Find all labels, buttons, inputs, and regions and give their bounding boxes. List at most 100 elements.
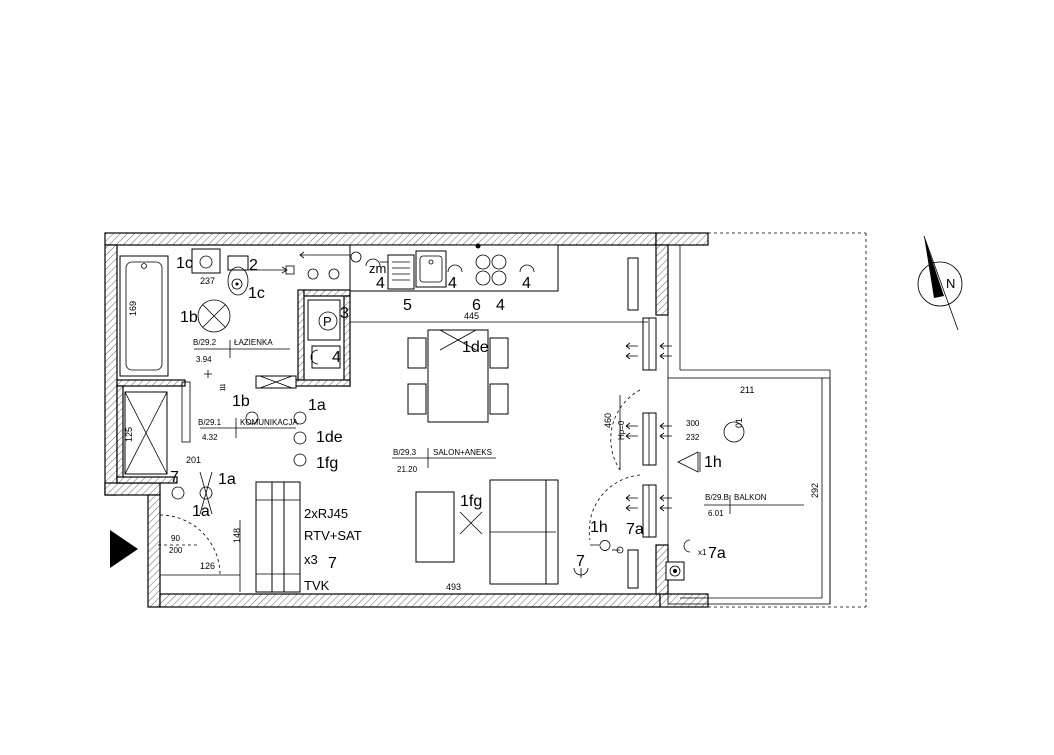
radiator-lower [627, 549, 639, 589]
dimensions: 237 169 125 201 148 126 90 200 445 493 4… [124, 276, 820, 592]
balcony-number: 01 [734, 418, 744, 428]
compass-needle-icon [924, 236, 944, 298]
wall-right-upper [655, 244, 669, 316]
dim-corridor-bottom: 201 [186, 455, 201, 465]
marker-3: 3 [340, 305, 349, 322]
door-arc-2 [588, 474, 641, 541]
cooktop [475, 243, 507, 286]
room-area-balcony: 6.01 [708, 509, 724, 518]
kitchen-num-6: 6 [472, 297, 481, 314]
media-line-1: 2xRJ45 [304, 506, 348, 521]
balcony [625, 232, 867, 608]
kitchen-numbers: 4 5 4 6 4 4 [376, 275, 531, 314]
living-room [255, 321, 648, 593]
marker-1h-b: 1h [590, 519, 608, 536]
media-line-2: RTV+SAT [304, 528, 362, 543]
balcony-number-circle [723, 421, 745, 443]
wall-top [104, 232, 657, 246]
panel-label: P [323, 314, 332, 329]
window-arrows [625, 342, 672, 512]
kitchen-counter [349, 244, 559, 292]
bathroom: ttt [119, 248, 295, 391]
dim-bath-top: 237 [200, 276, 215, 286]
media-labels: 2xRJ45 RTV+SAT x3 7 TVK [304, 506, 362, 593]
media-line-4: TVK [304, 578, 330, 593]
marker-7-a: 7 [170, 469, 179, 486]
marker-7a-b: 7a [708, 545, 726, 562]
panel-symbol [318, 311, 338, 331]
washbasin [191, 248, 221, 274]
entry-arrow-icon [110, 530, 138, 568]
room-code-balcony: B/29.B [705, 493, 729, 502]
marker-1b-b: 1b [232, 393, 250, 410]
dim-window-hp: Hp=0 [617, 420, 626, 440]
wall-notch [104, 482, 161, 496]
marker-1c-a: 1c [176, 255, 193, 272]
marker-x1: x1 [698, 548, 707, 557]
room-name-bathroom: ŁAZIENKA [234, 338, 273, 347]
room-code-bathroom: B/29.2 [193, 338, 217, 347]
kitchen-num-4-d: 4 [522, 275, 531, 292]
marker-4-panel: 4 [332, 349, 341, 366]
room-name-balcony: BALKON [734, 493, 767, 502]
balcony-outline [667, 377, 831, 605]
marker-1a-a: 1a [308, 397, 326, 414]
marker-1de-a: 1de [462, 339, 489, 356]
compass: N [917, 235, 963, 331]
radiator-upper [627, 257, 639, 311]
svg-text:ttt: ttt [218, 384, 227, 391]
dim-balcony-top: 211 [740, 385, 754, 395]
marker-1de-b: 1de [316, 429, 343, 446]
marker-7-b: 7 [576, 553, 585, 570]
wall-left [104, 244, 118, 496]
walls [104, 232, 709, 608]
room-area-bathroom: 3.94 [196, 355, 212, 364]
media-line-3-num: 7 [328, 555, 337, 572]
room-area-corridor: 4.32 [202, 433, 218, 442]
marker-7a-a: 7a [626, 521, 644, 538]
marker-1a-b: 1a [218, 471, 236, 488]
marker-2: 2 [249, 257, 258, 274]
room-area-living: 21.20 [397, 465, 418, 474]
wall-corridor-left [116, 385, 124, 484]
dim-door-90: 90 [171, 534, 180, 543]
dim-living-top: 445 [464, 311, 479, 321]
wall-bottom [159, 593, 661, 608]
corridor [124, 381, 307, 592]
corridor-lamps [171, 411, 307, 515]
wall-left-lower [147, 494, 161, 608]
marker-1b-a: 1b [180, 309, 198, 326]
wall-top-balcony [655, 232, 709, 246]
marker-1fg-a: 1fg [316, 455, 338, 472]
room-name-corridor: KOMUNIKACJA [240, 418, 298, 427]
room-code-corridor: B/29.1 [198, 418, 222, 427]
room-labels: B/29.2 ŁAZIENKA 3.94 B/29.1 KOMUNIKACJA … [193, 338, 767, 518]
markers: 1c 2 1c 1b 3 4 1de 1b 1a 1de 1fg 7 1a 1a… [170, 255, 726, 570]
dim-living-bottom: 493 [446, 582, 461, 592]
dim-entry-bottom: 126 [200, 561, 215, 571]
media-line-3: x3 [304, 552, 318, 567]
dim-entry-side: 148 [232, 528, 242, 543]
wall-corridor-bottom [116, 476, 178, 484]
coffee-table [415, 491, 455, 563]
dim-corridor-side: 125 [124, 427, 134, 442]
kitchen-num-4-c: 4 [496, 297, 505, 314]
compass-circle [917, 261, 963, 307]
dining-table [427, 329, 489, 423]
marker-1h-a: 1h [704, 454, 722, 471]
kitchen [299, 243, 559, 292]
bathtub [119, 255, 169, 377]
wall-bath-right [297, 289, 305, 381]
shaft: P [255, 299, 341, 389]
marker-zm: zm [369, 261, 386, 276]
wall-bottom-right [659, 593, 709, 608]
dim-window-300: 300 [686, 419, 700, 428]
wall-bath-bottom [116, 379, 186, 387]
compass-label: N [946, 276, 955, 291]
dim-bath-side: 169 [128, 301, 138, 316]
room-code-living: B/29.3 [393, 448, 417, 457]
dim-living-side: 460 [603, 413, 613, 428]
kitchen-num-4-b: 4 [448, 275, 457, 292]
dim-balcony-side: 292 [810, 483, 820, 498]
